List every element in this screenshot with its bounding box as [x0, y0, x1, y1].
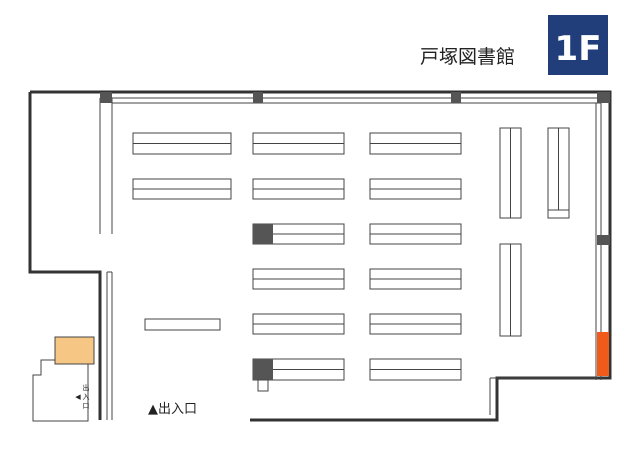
- shelf: [252, 268, 345, 290]
- inner-walls: [99, 97, 602, 420]
- shelf: [132, 132, 232, 155]
- orange-highlight-area: [597, 332, 609, 376]
- vertical-shelf: [499, 127, 522, 219]
- shelf: [252, 313, 345, 335]
- vertical-shelf: [499, 243, 522, 337]
- shelf: [252, 178, 345, 200]
- pillar-top-mid-left: [253, 92, 263, 103]
- shelf-end-cap: [253, 359, 273, 380]
- library-name: 戸塚図書館: [420, 46, 515, 68]
- shelf: [369, 358, 462, 381]
- entrance-label: ▲出入口: [148, 402, 197, 417]
- pillar-top-mid-right: [451, 92, 461, 103]
- pillars: [100, 92, 610, 245]
- annex-building: [32, 336, 95, 422]
- shelf: [252, 132, 345, 155]
- side-entrance-char-2: 入: [83, 393, 90, 401]
- side-entrance-label: 出 入 口 ◀: [75, 383, 89, 410]
- floor-badge-background: [548, 15, 608, 75]
- shelf: [369, 313, 462, 335]
- pillar-top-left: [100, 92, 112, 103]
- shelf: [369, 268, 462, 290]
- shelf: [369, 178, 462, 200]
- shelf-end-caps: [253, 224, 273, 380]
- side-entrance-char-3: 口: [83, 402, 90, 410]
- pillar-right-mid: [597, 235, 610, 245]
- outer-wall-left: [28, 92, 102, 420]
- long-table: [144, 318, 221, 331]
- shelf: [369, 132, 462, 155]
- side-entrance-char-1: 出: [83, 383, 90, 392]
- annex-outline: [32, 359, 89, 422]
- side-entrance-arrow-icon: ◀: [75, 393, 81, 401]
- shelves: [132, 127, 570, 381]
- tan-highlight-area: [54, 336, 95, 365]
- floor-badge: 1F: [548, 15, 608, 75]
- pillar-top-right: [597, 92, 610, 103]
- shelf: [369, 223, 462, 245]
- vertical-shelf: [547, 127, 570, 219]
- shelf-end-cap: [253, 224, 273, 244]
- floor-label: 1F: [555, 29, 602, 69]
- small-stand: [257, 379, 269, 392]
- shelf: [132, 178, 232, 200]
